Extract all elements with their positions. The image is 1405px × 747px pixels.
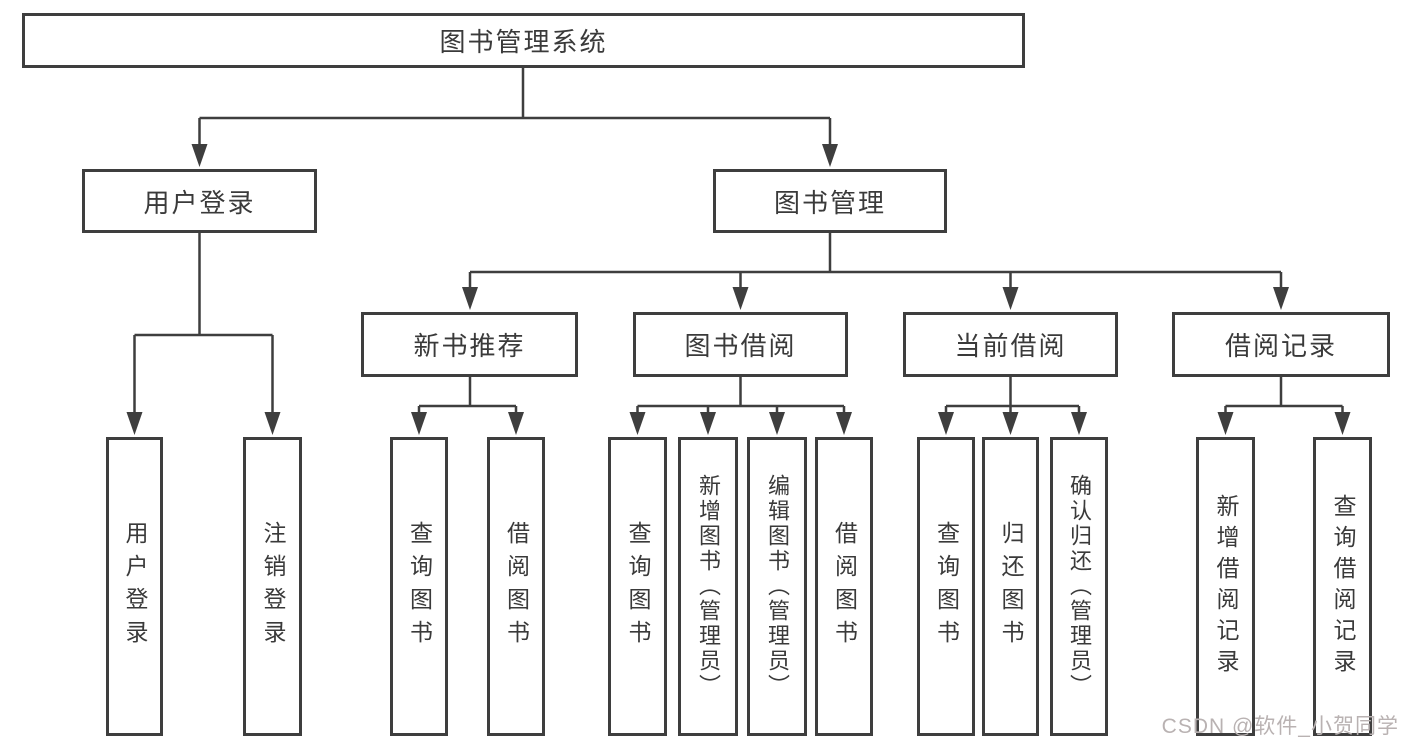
node-current-borrow: 当前借阅 (903, 312, 1118, 377)
connector-current-borrow-to-leaves (938, 377, 1087, 435)
leaf-query-books-borrow-label: 查询图书 (625, 520, 651, 653)
leaf-borrow-books: 借阅图书 (815, 437, 873, 736)
node-book-management: 图书管理 (713, 169, 947, 233)
node-new-book-recommend: 新书推荐 (361, 312, 578, 377)
leaf-logout-label: 注销登录 (260, 520, 286, 653)
connector-root-to-level2 (191, 68, 838, 167)
leaf-logout: 注销登录 (243, 437, 302, 736)
node-current-borrow-label: 当前借阅 (954, 331, 1067, 361)
leaf-query-borrow-record: 查询借阅记录 (1313, 437, 1372, 736)
leaf-query-borrow-record-label: 查询借阅记录 (1330, 493, 1356, 680)
node-root: 图书管理系统 (22, 13, 1025, 68)
connector-book-borrow-to-leaves (629, 377, 852, 435)
leaf-add-book-admin: 新增图书（管理员） (678, 437, 738, 736)
leaf-confirm-return-admin: 确认归还（管理员） (1050, 437, 1108, 736)
node-book-borrow-label: 图书借阅 (684, 331, 797, 361)
connector-borrow-record-to-leaves (1217, 377, 1351, 435)
csdn-watermark: CSDN @软件_小贺同学 (1161, 715, 1399, 738)
node-book-management-label: 图书管理 (773, 187, 886, 218)
node-user-login-label: 用户登录 (143, 187, 256, 218)
leaf-return-book-label: 归还图书 (998, 520, 1024, 653)
node-user-login: 用户登录 (82, 169, 317, 233)
leaf-borrow-books-label: 借阅图书 (831, 520, 858, 653)
leaf-edit-book-admin: 编辑图书（管理员） (747, 437, 807, 736)
node-borrow-record: 借阅记录 (1172, 312, 1390, 377)
node-root-label: 图书管理系统 (439, 27, 608, 57)
connector-book-management-to-level3 (462, 233, 1289, 310)
leaf-borrow-books-recommend: 借阅图书 (487, 437, 545, 736)
node-book-borrow: 图书借阅 (633, 312, 848, 377)
leaf-query-books-current: 查询图书 (917, 437, 975, 736)
leaf-query-books-current-label: 查询图书 (933, 520, 960, 653)
connector-user-login-to-leaves (126, 232, 281, 435)
leaf-add-borrow-record-label: 新增借阅记录 (1213, 493, 1239, 680)
leaf-query-books-borrow: 查询图书 (608, 437, 667, 736)
node-borrow-record-label: 借阅记录 (1224, 331, 1337, 361)
node-new-book-recommend-label: 新书推荐 (413, 331, 526, 361)
leaf-query-books-recommend-label: 查询图书 (406, 520, 433, 653)
leaf-borrow-books-recommend-label: 借阅图书 (503, 520, 530, 653)
leaf-add-borrow-record: 新增借阅记录 (1196, 437, 1255, 736)
leaf-add-book-admin-label: 新增图书（管理员） (696, 474, 721, 699)
leaf-user-login: 用户登录 (106, 437, 163, 736)
leaf-return-book: 归还图书 (982, 437, 1039, 736)
leaf-edit-book-admin-label: 编辑图书（管理员） (765, 474, 790, 699)
leaf-confirm-return-admin-label: 确认归还（管理员） (1067, 474, 1092, 699)
leaf-query-books-recommend: 查询图书 (390, 437, 448, 736)
connector-new-book-to-leaves (411, 377, 524, 435)
leaf-user-login-label: 用户登录 (122, 520, 148, 653)
